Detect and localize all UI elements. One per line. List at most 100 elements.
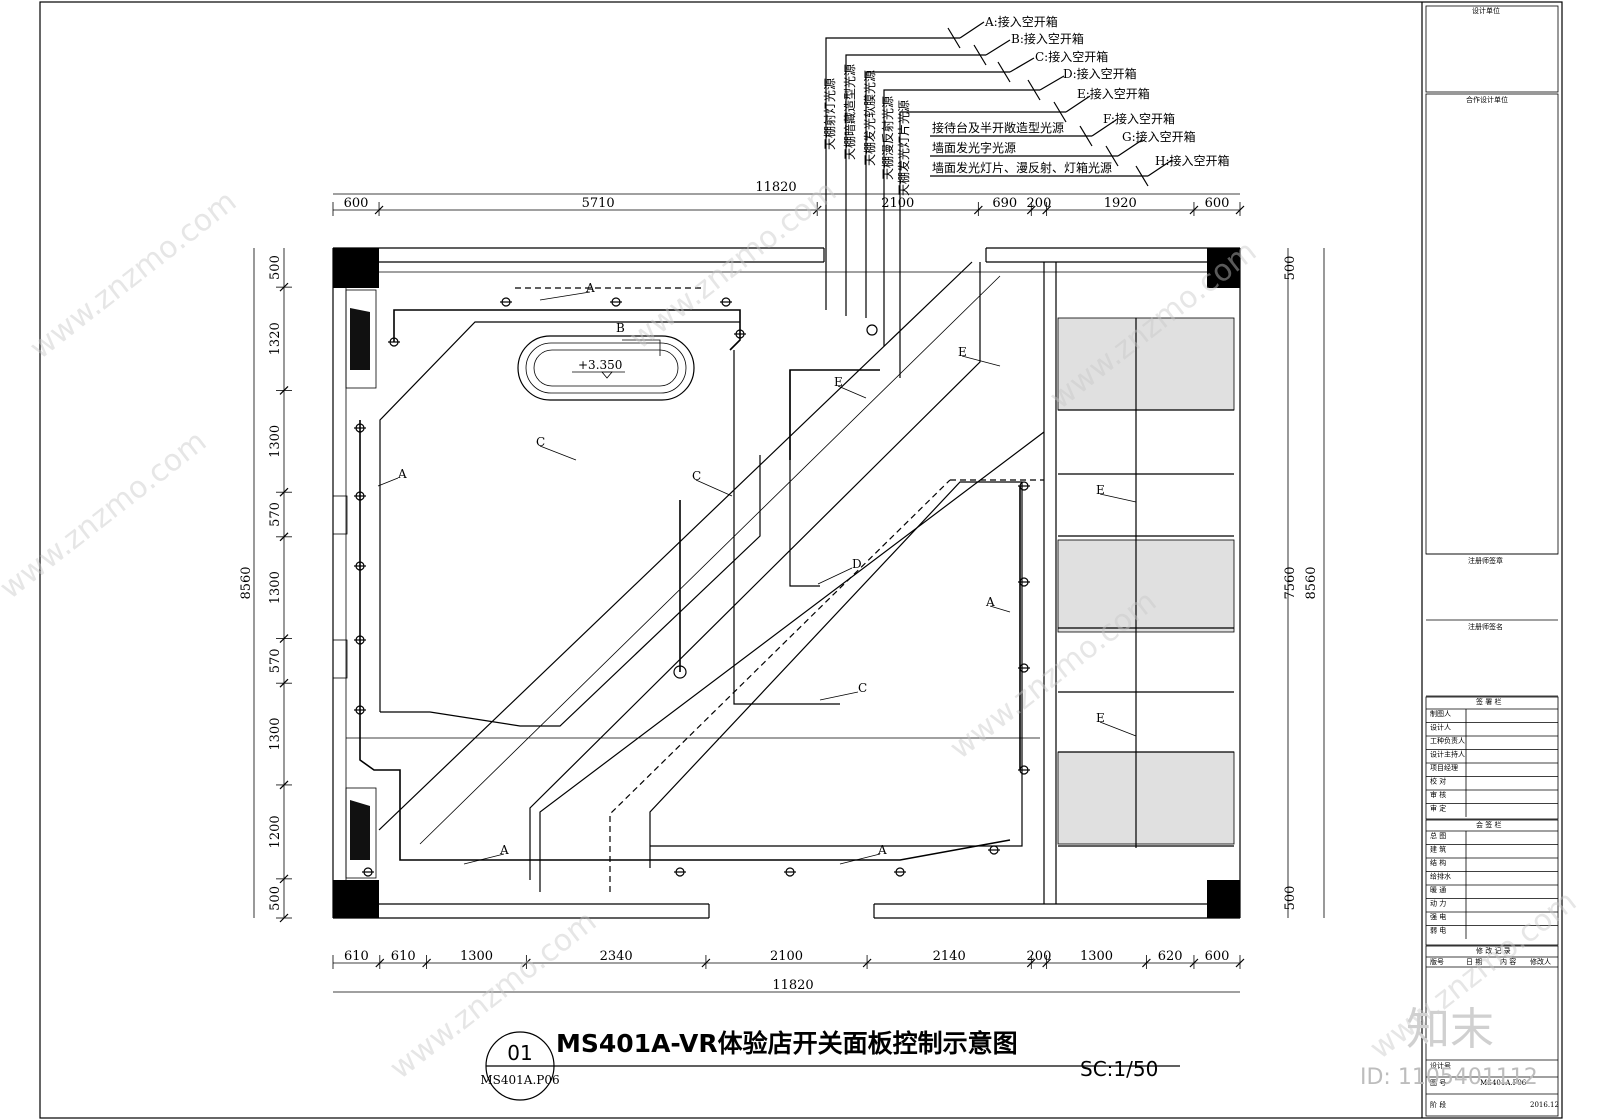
light-fixture-icon	[1018, 577, 1030, 587]
circuit-label-h: H:接入空开箱	[1155, 153, 1230, 168]
drawing-number: 01	[507, 1041, 532, 1065]
light-fixture-icon	[674, 867, 686, 877]
watermark-2: www.znzmo.com	[0, 424, 213, 606]
circuit-legend: A:接入空开箱 B:接入空开箱 C:接入空开箱 D:接入空开箱 E:接入空开箱 …	[822, 14, 1230, 378]
dim-bottom-8: 620	[1158, 949, 1183, 964]
watermark-1: www.znzmo.com	[23, 184, 243, 366]
drawing-name: MS401A-VR体验店开关面板控制示意图	[556, 1029, 1018, 1058]
dim-top-3: 690	[992, 196, 1017, 211]
source-label-1: 天棚射灯光源	[822, 78, 837, 150]
dim-top-4: 200	[1027, 196, 1052, 211]
revision-header: 修 改 记 录	[1476, 946, 1511, 955]
sheet-number-value: MS401A.P06	[1480, 1079, 1527, 1087]
dim-top-1: 5710	[582, 196, 615, 211]
circuit-label-a: A:接入空开箱	[984, 14, 1058, 29]
column-top-right	[1207, 248, 1240, 288]
dim-bottom-1: 610	[391, 949, 416, 964]
light-fixture-icon	[388, 337, 400, 347]
note-reception: 接待台及半开敞造型光源	[932, 120, 1064, 135]
source-label-2: 天棚暗藏造型光源	[842, 64, 857, 160]
sign-row: 审 核	[1430, 790, 1446, 799]
watermark-3: www.znzmo.com	[623, 174, 843, 356]
countersign-row: 强 电	[1430, 912, 1446, 921]
light-fixture-icon	[894, 867, 906, 877]
sign-header: 签 署 栏	[1476, 697, 1501, 706]
dim-bottom-3: 2340	[600, 949, 633, 964]
light-fixture-icon	[354, 423, 366, 433]
circuit-label-f: F:接入空开箱	[1103, 111, 1175, 126]
note-wall-panels: 墙面发光灯片、漫反射、灯箱光源	[932, 160, 1112, 175]
light-fixture-icon	[784, 867, 796, 877]
dim-left-6: 1300	[268, 718, 283, 751]
light-fixture-icon	[354, 561, 366, 571]
sign-row: 校 对	[1430, 776, 1446, 785]
design-number-label: 设计号	[1430, 1061, 1451, 1070]
column-top-left	[333, 248, 379, 288]
countersign-header: 会 签 栏	[1476, 820, 1501, 829]
title-block: 设计单位 合作设计单位 注册师签章 注册师签名 签 署 栏 制图人设计人工种负责…	[1421, 2, 1559, 1118]
dim-bottom-9: 600	[1205, 949, 1230, 964]
stage-label: 阶 段	[1430, 1100, 1446, 1109]
dim-right-total: 8560	[1304, 566, 1319, 599]
revision-col-editor: 修改人	[1530, 957, 1551, 966]
countersign-row: 暖 通	[1430, 885, 1446, 894]
light-fixture-icon	[610, 297, 622, 307]
light-fixture-icon	[500, 297, 512, 307]
circuit-label-d: D:接入空开箱	[1063, 66, 1137, 81]
oval-ceiling	[517, 335, 695, 401]
light-fixture-icon	[354, 491, 366, 501]
watermark-id: ID: 1105401112	[1360, 1065, 1538, 1090]
light-fixture-icon	[1018, 481, 1030, 491]
dim-right-top: 500	[1283, 256, 1298, 281]
light-fixture-icon	[734, 329, 746, 339]
light-fixture-icon	[1018, 663, 1030, 673]
tag-a-bottom1: A	[499, 843, 509, 857]
dim-left-4: 1300	[268, 571, 283, 604]
source-label-4: 天棚漫反射光源	[880, 96, 895, 180]
circuit-label-b: B:接入空开箱	[1011, 31, 1084, 46]
countersign-row: 动 力	[1430, 898, 1446, 907]
dim-left-3: 570	[268, 502, 283, 527]
sheet-number-label: 图 号	[1430, 1079, 1446, 1087]
tag-a-bottom2: A	[877, 843, 887, 857]
dim-bottom-7: 1300	[1080, 949, 1113, 964]
sign-row: 工种负责人	[1430, 736, 1465, 745]
revision-col-date: 日 期	[1466, 958, 1482, 966]
light-fixture-icon	[354, 705, 366, 715]
circuit-label-g: G:接入空开箱	[1122, 129, 1196, 144]
dim-top-6: 600	[1205, 196, 1230, 211]
light-fixture-icon	[1018, 765, 1030, 775]
watermark-5: www.znzmo.com	[383, 904, 603, 1086]
tag-e-1: E	[958, 345, 967, 359]
floor-plan: +3.350	[332, 247, 1241, 919]
tag-a-left: A	[397, 467, 407, 481]
revision-col-version: 版号	[1430, 957, 1444, 966]
registered-seal-label: 注册师签章	[1468, 556, 1503, 565]
source-label-3: 天棚发光软膜光源	[862, 70, 877, 166]
dim-bottom-2: 1300	[460, 949, 493, 964]
dim-bottom-4: 2100	[770, 949, 803, 964]
dim-bottom-0: 610	[344, 949, 369, 964]
dim-left-1: 1320	[268, 322, 283, 355]
tag-a-top: A	[585, 281, 595, 295]
display-shelving	[1043, 262, 1235, 904]
sign-row: 审 定	[1430, 803, 1446, 812]
countersign-row: 总 图	[1430, 831, 1446, 840]
dim-top-5: 1920	[1104, 196, 1137, 211]
countersign-row: 给排水	[1430, 871, 1451, 880]
countersign-row: 弱 电	[1430, 925, 1446, 934]
dim-left-0: 500	[268, 255, 283, 280]
watermark-6: www.znzmo.com	[943, 584, 1163, 766]
ceiling-level-label: +3.350	[578, 358, 622, 372]
dim-left-total: 8560	[239, 566, 254, 599]
dim-left-2: 1300	[268, 425, 283, 458]
date-value: 2016.12	[1530, 1101, 1559, 1109]
countersign-row: 结 构	[1430, 858, 1446, 867]
countersign-row: 建 筑	[1430, 844, 1446, 853]
registered-sign-label: 注册师签名	[1468, 622, 1503, 631]
dim-right-bottom: 500	[1283, 886, 1298, 911]
tag-c-mid: C	[692, 469, 701, 483]
design-unit-label: 设计单位	[1472, 6, 1500, 15]
